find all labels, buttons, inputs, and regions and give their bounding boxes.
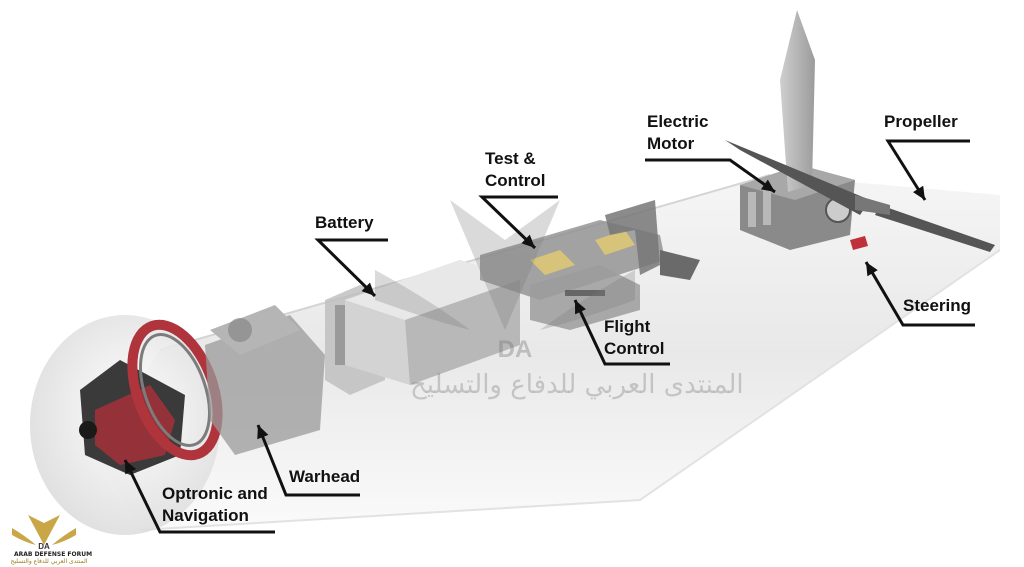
flight-control-bracket (530, 265, 640, 330)
watermark-monogram: DA (498, 336, 533, 363)
label-test-control-line2: Control (485, 171, 546, 190)
corner-logo-arabic: المنتدى العربي للدفاع والتسليح (10, 558, 88, 565)
label-test-control: Test & Control (485, 148, 545, 192)
leader-electric-motor-arrowhead (760, 179, 775, 192)
leader-steering-arrowhead (866, 262, 878, 277)
label-flight-control: Flight Control (604, 316, 664, 360)
leader-battery (314, 238, 388, 298)
leader-flight-control (573, 299, 670, 366)
leader-warhead (256, 424, 360, 497)
label-propeller: Propeller (884, 111, 958, 133)
leader-propeller (885, 139, 970, 201)
leader-optronic-arrowhead (125, 460, 137, 475)
corner-logo-monogram: DA (38, 542, 50, 551)
label-warhead: Warhead (289, 466, 360, 488)
vertical-blade (780, 10, 815, 192)
label-electric-motor-line1: Electric (647, 112, 709, 131)
leader-electric-motor (645, 158, 776, 194)
battery-block (345, 260, 520, 385)
corner-logo-emblem (12, 515, 76, 545)
leader-steering (864, 261, 975, 327)
leader-warhead-arrowhead (257, 425, 269, 440)
label-optronic-line1: Optronic and (162, 484, 268, 503)
label-steering-text: Steering (903, 296, 972, 315)
control-board (480, 200, 700, 300)
steering-part (850, 236, 868, 250)
label-propeller-text: Propeller (884, 112, 958, 131)
leader-propeller-arrowhead (913, 185, 925, 200)
label-flight-control-line2: Control (604, 339, 665, 358)
label-electric-motor-line2: Motor (647, 134, 695, 153)
leader-flight-control-arrowhead (575, 300, 586, 315)
watermark-emblem (375, 200, 635, 330)
label-battery-text: Battery (315, 213, 374, 232)
label-steering: Steering (903, 295, 971, 317)
leader-test-control (478, 195, 558, 250)
label-battery: Battery (315, 212, 374, 234)
corner-logo-name: ARAB DEFENSE FORUM (14, 551, 93, 558)
propeller (725, 140, 995, 252)
leader-optronic (123, 459, 275, 534)
label-test-control-line1: Test & (485, 149, 536, 168)
label-optronic-line2: Navigation (162, 506, 249, 525)
label-electric-motor: Electric Motor (647, 111, 708, 155)
optronic-unit (79, 360, 185, 475)
leader-battery-arrowhead (361, 282, 375, 296)
warhead-unit (205, 305, 325, 455)
leader-test-control-arrowhead (521, 234, 535, 248)
label-optronic-navigation: Optronic and Navigation (162, 483, 268, 527)
leader-lines (123, 139, 975, 534)
label-flight-control-line1: Flight (604, 317, 651, 336)
watermark-arabic-text: المنتدى العربي للدفاع والتسليح (410, 370, 744, 400)
label-warhead-text: Warhead (289, 467, 361, 486)
